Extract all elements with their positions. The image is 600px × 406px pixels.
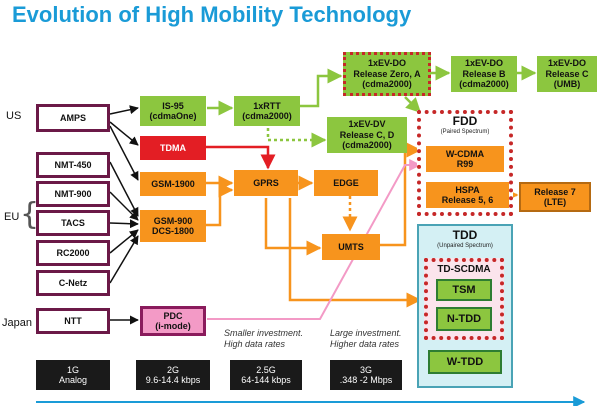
w-cdma-box: W-CDMA R99	[426, 146, 504, 172]
generation-2g-rate: 9.6-14.4 kbps	[145, 375, 201, 385]
w-tdd-box: W-TDD	[428, 350, 502, 374]
is-95-box: IS-95 (cdmaOne)	[140, 96, 206, 126]
gsm-1900-box: GSM-1900	[140, 172, 206, 196]
arrow-rtt-evdv	[266, 122, 327, 148]
amps-box: AMPS	[36, 104, 110, 132]
td-scdma-title: TD-SCDMA	[437, 264, 491, 275]
generation-3g: 3G .348 -2 Mbps	[330, 360, 402, 390]
generation-3g-label: 3G	[359, 364, 372, 375]
arrow-amps-tdma	[109, 121, 139, 146]
hspa-box: HSPA Release 5, 6	[426, 182, 509, 208]
nmt-900-box: NMT-900	[36, 181, 110, 207]
generation-1g-label: 1G	[66, 364, 79, 375]
generation-2-5g-rate: 64-144 kbps	[241, 375, 291, 385]
generation-1g-rate: Analog	[58, 375, 88, 385]
note-smaller-investment: Smaller investment. High data rates	[224, 328, 304, 349]
arrow-amps-gsm1900	[109, 125, 139, 181]
eu-brace: {	[20, 197, 40, 232]
pdc-box: PDC (i-mode)	[140, 306, 206, 336]
arrow-tdma-gprs	[206, 145, 276, 170]
umts-box: UMTS	[322, 234, 380, 260]
generation-2-5g: 2.5G 64-144 kbps	[230, 360, 302, 390]
arrow-rtt-evdo-zero	[300, 68, 343, 108]
arrow-gsm900-tdd	[288, 198, 422, 308]
note-large-investment: Large investment. Higher data rates	[330, 328, 402, 349]
evdo-release-c-box: 1xEV-DO Release C (UMB)	[537, 56, 597, 92]
tdma-box: TDMA	[140, 136, 206, 160]
evdo-release-b-box: 1xEV-DO Release B (cdma2000)	[451, 56, 517, 92]
gsm-900-box: GSM-900 DCS-1800	[140, 210, 206, 242]
arrow-rc2000-gsm900	[109, 229, 139, 254]
release-7-lte-box: Release 7 (LTE)	[519, 182, 591, 212]
arrow-umts-fdd	[380, 142, 422, 247]
region-label-eu: EU	[4, 211, 20, 223]
arrow-tacs-gsm900	[109, 219, 139, 229]
arrow-cnetz-gsm900	[109, 235, 139, 284]
generation-2g: 2G 9.6-14.4 kbps	[136, 360, 210, 390]
1xrtt-box: 1xRTT (cdma2000)	[234, 96, 300, 126]
generation-2-5g-label: 2.5G	[256, 364, 276, 375]
ntt-box: NTT	[36, 308, 110, 334]
region-label-us: US	[6, 110, 22, 122]
n-tdd-box: N-TDD	[436, 307, 492, 331]
evdo-release-zero-box: 1xEV-DO Release Zero, A (cdma2000)	[343, 52, 431, 96]
generation-1g: 1G Analog	[36, 360, 110, 390]
generation-3g-rate: .348 -2 Mbps	[339, 375, 393, 385]
arrow-nmt450-gsm900	[109, 161, 139, 217]
arrow-gsm900-gprs	[206, 182, 234, 227]
evdv-box: 1xEV-DV Release C, D (cdma2000)	[327, 117, 407, 153]
tdd-subtitle: (Unpaired Spectrum)	[437, 243, 493, 249]
region-label-japan: Japan	[2, 317, 32, 329]
arrow-gprs-umts	[264, 198, 322, 256]
edge-box: EDGE	[314, 170, 378, 196]
arrow-evdo-zero-fdd	[404, 96, 422, 114]
rc2000-box: RC2000	[36, 240, 110, 266]
tsm-box: TSM	[436, 279, 492, 301]
fdd-title: FDD	[452, 114, 478, 128]
arrow-amps-is95	[109, 105, 139, 115]
tdd-title: TDD	[452, 228, 478, 242]
tacs-box: TACS	[36, 210, 110, 236]
gprs-box: GPRS	[234, 170, 298, 196]
fdd-subtitle: (Paired Spectrum)	[440, 129, 490, 135]
c-netz-box: C-Netz	[36, 270, 110, 296]
nmt-450-box: NMT-450	[36, 152, 110, 178]
generation-2g-label: 2G	[166, 364, 179, 375]
page-title: Evolution of High Mobility Technology	[12, 2, 412, 27]
arrow-nmt900-gsm900	[109, 191, 139, 221]
